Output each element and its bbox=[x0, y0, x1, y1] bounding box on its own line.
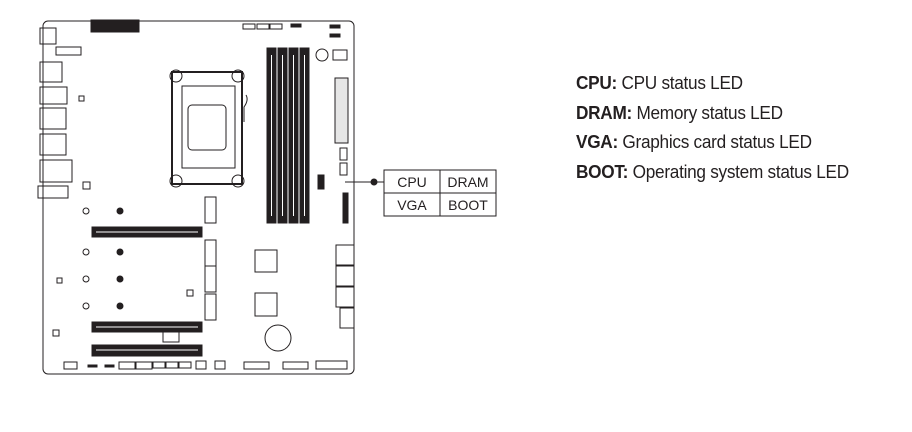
power-button bbox=[315, 48, 329, 62]
bottom-headers bbox=[63, 360, 348, 370]
legend-description: CPU status LED bbox=[621, 72, 743, 93]
cmos-battery bbox=[264, 324, 292, 352]
cpu-socket bbox=[169, 69, 248, 188]
chipset bbox=[254, 249, 278, 273]
fan-headers-top bbox=[242, 23, 341, 38]
legend-term: DRAM: bbox=[576, 101, 632, 123]
dimm-slots bbox=[266, 47, 310, 224]
pcie-slots bbox=[91, 226, 203, 357]
legend-description: Graphics card status LED bbox=[622, 131, 812, 153]
m2-slots bbox=[204, 196, 217, 321]
chipset-2 bbox=[254, 292, 278, 317]
legend-item-cpu: CPU: CPU status LED bbox=[576, 68, 849, 98]
sata-connectors bbox=[335, 244, 355, 329]
led-table-cpu: CPU bbox=[397, 174, 427, 190]
legend-term: CPU: bbox=[576, 72, 617, 93]
legend-term: BOOT: bbox=[576, 161, 629, 183]
led-legend: CPU: CPU status LED DRAM: Memory status … bbox=[576, 68, 849, 187]
legend-term: VGA: bbox=[576, 131, 618, 153]
m2-standoffs bbox=[82, 207, 124, 310]
legend-item-dram: DRAM: Memory status LED bbox=[576, 98, 849, 128]
status-leds bbox=[342, 192, 349, 224]
callout-dot bbox=[370, 178, 378, 186]
debug-led-display bbox=[332, 49, 348, 61]
cpu-power-connector bbox=[90, 19, 140, 33]
legend-description: Operating system status LED bbox=[632, 161, 850, 183]
rear-io-ports bbox=[37, 27, 82, 199]
led-table-boot: BOOT bbox=[448, 197, 488, 213]
led-table-dram: DRAM bbox=[447, 174, 489, 190]
legend-description: Memory status LED bbox=[636, 101, 783, 123]
led-table-vga: VGA bbox=[397, 197, 427, 213]
legend-item-vga: VGA: Graphics card status LED bbox=[576, 127, 849, 157]
atx-power-connector bbox=[334, 77, 349, 144]
legend-item-boot: BOOT: Operating system status LED bbox=[576, 157, 849, 187]
